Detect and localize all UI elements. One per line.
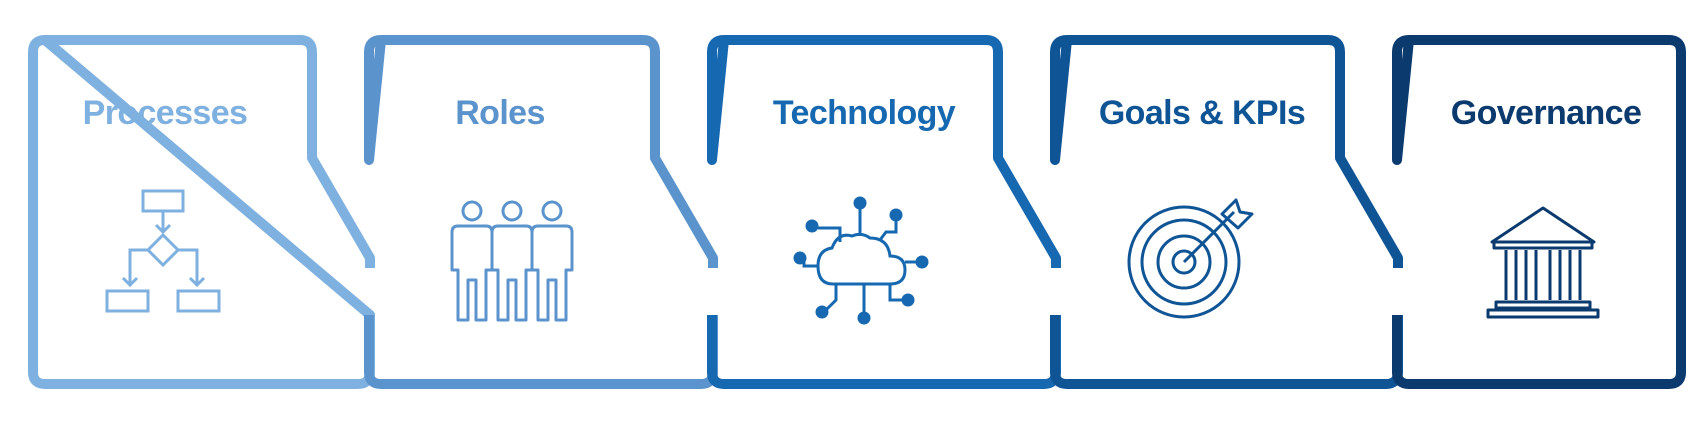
step-label: Processes — [83, 94, 248, 132]
people-icon — [450, 200, 574, 322]
institution-icon — [1486, 206, 1600, 319]
step-label: Roles — [455, 94, 545, 132]
step-frame — [364, 35, 718, 389]
step-label: Governance — [1451, 94, 1642, 132]
step-frame — [1050, 35, 1403, 389]
target-arrow-icon — [1127, 198, 1254, 319]
step-label: Technology — [773, 94, 956, 132]
step-processes: Processes — [28, 35, 375, 389]
cloud-network-icon — [793, 196, 929, 325]
step-technology: Technology — [707, 35, 1061, 389]
step-frame — [1392, 35, 1686, 389]
flowchart-icon — [105, 189, 221, 313]
step-label: Goals & KPIs — [1099, 94, 1305, 132]
step-governance: Governance — [1392, 35, 1686, 389]
step-frame — [707, 35, 1061, 389]
step-roles: Roles — [364, 35, 718, 389]
step-frame — [28, 35, 375, 389]
step-goals-kpis: Goals & KPIs — [1050, 35, 1403, 389]
